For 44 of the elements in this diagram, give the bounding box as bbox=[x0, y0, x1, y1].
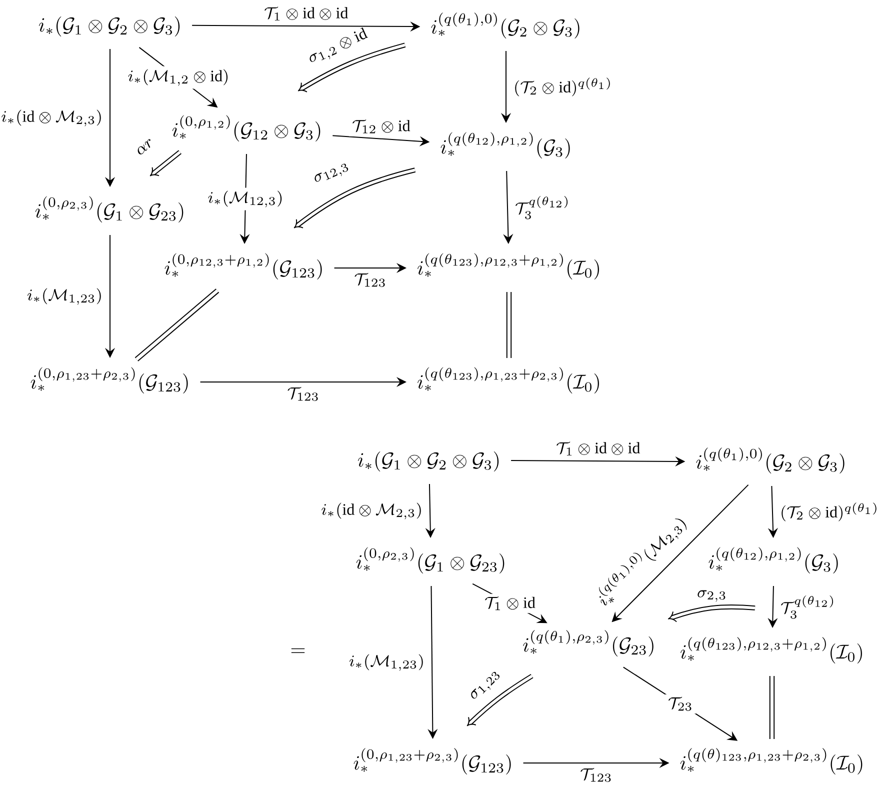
arrow-label: $\mathcal{T}_{123}$ bbox=[577, 766, 616, 785]
formula: $i_*^{(0,\rho_{1,23}+\rho_{2,3})}(\mathcal{G}_{123})$ bbox=[354, 748, 511, 775]
formula: $i_*^{(q(\theta_{12}),\rho_{1,2})}(\mathcal{G}_3)$ bbox=[440, 132, 570, 159]
formula: $i_*^{(q(\theta)_{123},\rho_{1,23}+\rho_{2,3})}(\mathcal{I}_0)$ bbox=[680, 748, 862, 775]
arrow-label: $i_*(\mathrm{id} \otimes \mathcal{M}_{2,3})$ bbox=[0, 106, 106, 130]
arrow-label: $i_*(\mathcal{M}_{1,23})$ bbox=[346, 651, 428, 674]
arrow-label: $\mathcal{T}_1 \otimes \mathrm{id} \otimes \mathrm{id}$ bbox=[553, 439, 644, 458]
arrow-label: $\mathcal{T}_1 \otimes \mathrm{id} \otimes \mathrm{id}$ bbox=[261, 4, 352, 24]
double-line bbox=[769, 676, 775, 739]
arrow-label: $\sigma_{1,2} \otimes \mathrm{id}$ bbox=[310, 27, 368, 62]
double-line bbox=[506, 292, 512, 358]
formula: $i_*^{(0,\rho_{2,3})}(\mathcal{G}_1 \otimes \mathcal{G}_{23})$ bbox=[35, 196, 184, 223]
arrow-label: $i_*(\mathcal{M}_{1,23})$ bbox=[24, 285, 106, 308]
formula: $i_*^{(q(\theta_{12}),\rho_{1,2})}(\mathcal{G}_3)$ bbox=[708, 547, 838, 574]
arrow-label: $\sigma_{2,3}$ bbox=[698, 590, 726, 602]
arrow-label: $\mathcal{T}_3^{q(\theta_{12})}$ bbox=[512, 193, 574, 222]
formula: $i_*^{(0,\rho_{12,3}+\rho_{1,2})}(\mathcal{G}_{123})$ bbox=[164, 253, 322, 280]
arrow-label: $(\mathcal{T}_2 \otimes \mathrm{id})^{q(\theta_1)}$ bbox=[777, 500, 880, 524]
arrow-label: $\sigma_{12,3}$ bbox=[314, 164, 348, 182]
formula: $i_*^{(q(\theta_{123}),\rho_{12,3}+\rho_{1,2})}(\mathcal{I}_0)$ bbox=[418, 253, 599, 280]
formula: $i_*^{(q(\theta_{123}),\rho_{12,3}+\rho_{1,2})}(\mathcal{I}_0)$ bbox=[680, 637, 862, 664]
arrow-label: $\mathcal{T}_{23}$ bbox=[664, 694, 696, 714]
arrow-label: $(\mathcal{T}_2 \otimes \mathrm{id})^{q(\theta_1)}$ bbox=[510, 74, 616, 100]
formula: $i_*^{(0,\rho_{2,3})}(\mathcal{G}_1 \otimes \mathcal{G}_{23})$ bbox=[356, 547, 504, 574]
formula: $i_*^{(q(\theta_1),\rho_{2,3})}(\mathcal{G}_{23})$ bbox=[523, 630, 654, 657]
formula: $i_*^{(0,\rho_{1,2})}(\mathcal{G}_{12} \otimes \mathcal{G}_3)$ bbox=[172, 115, 320, 142]
formula: $i_*^{(0,\rho_{1,23}+\rho_{2,3})}(\mathcal{G}_{123})$ bbox=[30, 367, 188, 394]
arrow-label: $i_*(\mathcal{M}_{1,2} \otimes \mathrm{id})$ bbox=[124, 66, 232, 89]
arrow-label: $\mathcal{T}_{123}$ bbox=[284, 384, 323, 404]
formula: $i_*(\mathcal{G}_1 \otimes \mathcal{G}_2 \otimes \mathcal{G}_3)$ bbox=[39, 16, 180, 37]
arrow-label: $\mathcal{T}_{12} \otimes \mathrm{id}$ bbox=[349, 116, 414, 136]
arrow-label: $\sigma_{1,23}$ bbox=[471, 672, 500, 699]
formula: $i_*^{(q(\theta_{123}),\rho_{1,23}+\rho_{2,3})}(\mathcal{I}_0)$ bbox=[418, 367, 599, 394]
equals-sign: $=$ bbox=[291, 648, 305, 653]
arrow-label: $\mathcal{T}_3^{q(\theta_{12})}$ bbox=[778, 592, 839, 622]
arrow-label: $i_*(\mathrm{id} \otimes \mathcal{M}_{2,3})$ bbox=[318, 500, 426, 522]
formula: $i_*(\mathcal{G}_1 \otimes \mathcal{G}_2 \otimes \mathcal{G}_3)$ bbox=[358, 451, 499, 472]
formula: $i_*^{(q(\theta_1),0)}(\mathcal{G}_2 \otimes \mathcal{G}_3)$ bbox=[696, 448, 844, 474]
arrow-label: $\alpha r$ bbox=[138, 139, 150, 154]
arrow-label: $\mathcal{T}_1 \otimes \mathrm{id}$ bbox=[482, 594, 538, 614]
arrow-label: $\mathcal{T}_{123}$ bbox=[351, 270, 390, 290]
double-line bbox=[134, 288, 220, 362]
formula: $i_*^{(q(\theta_1),0)}(\mathcal{G}_2 \otimes \mathcal{G}_3)$ bbox=[431, 12, 580, 39]
arrow-label: $i_*(\mathcal{M}_{12,3})$ bbox=[204, 188, 286, 210]
